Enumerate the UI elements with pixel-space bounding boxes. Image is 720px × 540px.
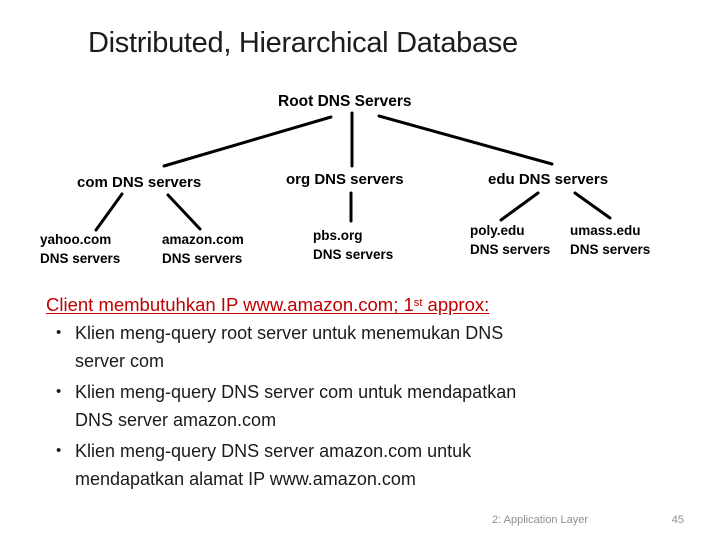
bullet-item-2: • Klien meng-query DNS server com untuk … bbox=[46, 378, 611, 434]
bullet-item-3: • Klien meng-query DNS server amazon.com… bbox=[46, 437, 611, 493]
footer-section-label: 2: Application Layer bbox=[492, 514, 589, 526]
leaf-pbs-line2: DNS servers bbox=[313, 247, 394, 262]
leaf-amazon-line2: DNS servers bbox=[162, 251, 243, 266]
bullet-text-2: Klien meng-query DNS server com untuk me… bbox=[75, 378, 516, 434]
leaf-amazon-line1: amazon.com bbox=[162, 232, 244, 247]
tld-edu-label: edu DNS servers bbox=[488, 171, 609, 188]
root-dns-label: Root DNS Servers bbox=[278, 93, 412, 110]
page-number: 45 bbox=[671, 514, 684, 526]
bullet-marker: • bbox=[56, 442, 62, 459]
bullet-text-1: Klien meng-query root server untuk menem… bbox=[75, 319, 503, 375]
bullet-3-line-1: Klien meng-query DNS server amazon.com u… bbox=[75, 441, 472, 461]
bullet-marker: • bbox=[56, 324, 62, 341]
leaf-poly-label: poly.edu DNS servers bbox=[470, 221, 550, 259]
leaf-umass-line1: umass.edu bbox=[570, 223, 641, 238]
bullet-3-line-2: mendapatkan alamat IP www.amazon.com bbox=[75, 469, 416, 489]
leaf-yahoo-label: yahoo.com DNS servers bbox=[40, 230, 120, 268]
bullet-list: • Klien meng-query root server untuk men… bbox=[46, 319, 611, 496]
bullet-2-line-2: DNS server amazon.com bbox=[75, 410, 277, 430]
leaf-yahoo-line2: DNS servers bbox=[40, 251, 121, 266]
bullet-item-1: • Klien meng-query root server untuk men… bbox=[46, 319, 611, 375]
leaf-umass-line2: DNS servers bbox=[570, 242, 651, 257]
edge-root-com bbox=[162, 115, 333, 168]
bullet-1-line-1: Klien meng-query root server untuk menem… bbox=[75, 323, 504, 343]
leaf-yahoo-line1: yahoo.com bbox=[40, 232, 112, 247]
edge-root-edu bbox=[377, 114, 554, 166]
heading-tail: approx: bbox=[422, 294, 490, 315]
edge-edu-umass bbox=[573, 191, 612, 220]
bullet-marker: • bbox=[56, 383, 62, 400]
heading-text: Client membutuhkan IP www.amazon.com; 1 bbox=[46, 294, 414, 315]
tld-com-label: com DNS servers bbox=[77, 174, 202, 191]
client-approx-heading: Client membutuhkan IP www.amazon.com; 1s… bbox=[46, 294, 489, 316]
bullet-1-line-2: server com bbox=[75, 351, 165, 371]
heading-superscript: st bbox=[413, 297, 423, 310]
edge-edu-poly bbox=[499, 191, 540, 222]
bullet-2-line-1: Klien meng-query DNS server com untuk me… bbox=[75, 382, 517, 402]
leaf-pbs-label: pbs.org DNS servers bbox=[313, 226, 393, 264]
edge-com-amazon bbox=[166, 193, 202, 231]
edge-com-yahoo bbox=[94, 192, 124, 232]
bullet-text-3: Klien meng-query DNS server amazon.com u… bbox=[75, 437, 471, 493]
leaf-poly-line1: poly.edu bbox=[470, 223, 525, 238]
leaf-pbs-line1: pbs.org bbox=[313, 228, 363, 243]
leaf-umass-label: umass.edu DNS servers bbox=[570, 221, 650, 259]
tld-org-label: org DNS servers bbox=[286, 171, 404, 188]
slide-title: Distributed, Hierarchical Database bbox=[88, 27, 518, 59]
leaf-poly-line2: DNS servers bbox=[470, 242, 551, 257]
leaf-amazon-label: amazon.com DNS servers bbox=[162, 230, 244, 268]
